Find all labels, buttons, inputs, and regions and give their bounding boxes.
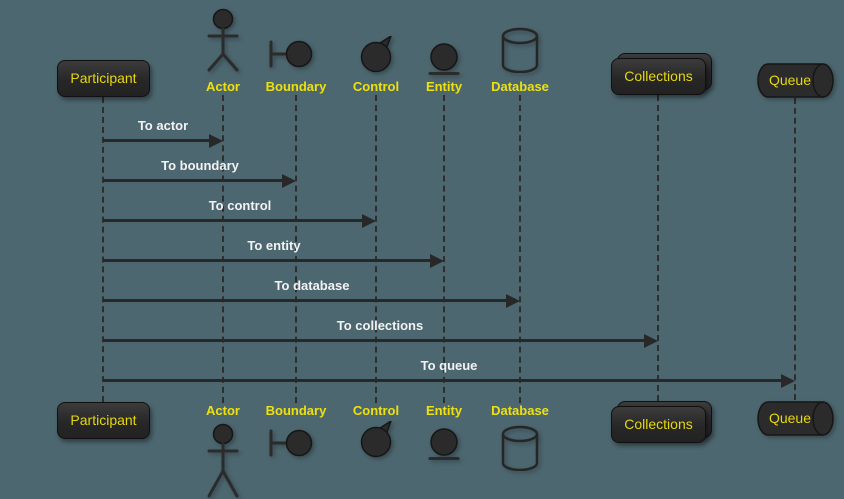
message-line bbox=[103, 139, 213, 142]
message-line bbox=[103, 339, 648, 342]
actor-icon bbox=[207, 423, 239, 498]
message-label: To queue bbox=[420, 358, 478, 373]
boundary-icon bbox=[269, 429, 313, 457]
participant-name-top: Actor bbox=[206, 79, 240, 94]
message-arrowhead-icon bbox=[781, 374, 795, 388]
queue-shape-icon bbox=[757, 63, 834, 98]
database-icon bbox=[501, 27, 539, 73]
participant-name-bottom: Database bbox=[491, 403, 549, 418]
lifeline-control bbox=[375, 95, 377, 403]
lifeline-entity bbox=[443, 95, 445, 403]
participant-name-top: Control bbox=[352, 79, 400, 94]
message-line bbox=[103, 379, 785, 382]
message-line bbox=[103, 179, 286, 182]
lifeline-queue bbox=[794, 98, 796, 400]
actor-icon bbox=[207, 8, 239, 72]
message-line bbox=[103, 219, 366, 222]
lifeline-database bbox=[519, 95, 521, 403]
participant-box-bottom: Participant bbox=[57, 402, 150, 439]
participant-name-top: Database bbox=[491, 79, 549, 94]
message-label: To entity bbox=[247, 238, 301, 253]
lifeline-boundary bbox=[295, 95, 297, 403]
database-icon bbox=[501, 425, 539, 471]
queue-label: Queue bbox=[768, 410, 812, 426]
lifeline-participant bbox=[102, 97, 104, 402]
message-arrowhead-icon bbox=[506, 294, 520, 308]
collections-front-box: Collections bbox=[611, 58, 706, 95]
message-arrowhead-icon bbox=[209, 134, 223, 148]
participant-name-bottom: Control bbox=[352, 403, 400, 418]
participant-name-bottom: Entity bbox=[425, 403, 463, 418]
message-arrowhead-icon bbox=[430, 254, 444, 268]
message-label: To boundary bbox=[161, 158, 239, 173]
queue-shape-icon bbox=[757, 401, 834, 436]
message-label: To database bbox=[274, 278, 350, 293]
message-arrowhead-icon bbox=[282, 174, 296, 188]
queue-label: Queue bbox=[768, 72, 812, 88]
boundary-icon bbox=[269, 40, 313, 68]
entity-icon bbox=[428, 43, 460, 75]
message-arrowhead-icon bbox=[362, 214, 376, 228]
participant-box-top: Participant bbox=[57, 60, 150, 97]
entity-icon bbox=[428, 428, 460, 460]
participant-name-bottom: Boundary bbox=[265, 403, 327, 418]
control-icon bbox=[360, 36, 392, 73]
lifeline-actor bbox=[222, 95, 224, 403]
participant-name-top: Boundary bbox=[265, 79, 327, 94]
collections-front-box: Collections bbox=[611, 406, 706, 443]
message-label: To collections bbox=[336, 318, 424, 333]
participant-name-bottom: Actor bbox=[206, 403, 240, 418]
message-label: To control bbox=[208, 198, 272, 213]
participant-name-top: Entity bbox=[425, 79, 463, 94]
message-line bbox=[103, 299, 510, 302]
control-icon bbox=[360, 421, 392, 458]
lifeline-collections bbox=[657, 95, 659, 401]
message-line bbox=[103, 259, 434, 262]
message-arrowhead-icon bbox=[644, 334, 658, 348]
message-label: To actor bbox=[137, 118, 189, 133]
